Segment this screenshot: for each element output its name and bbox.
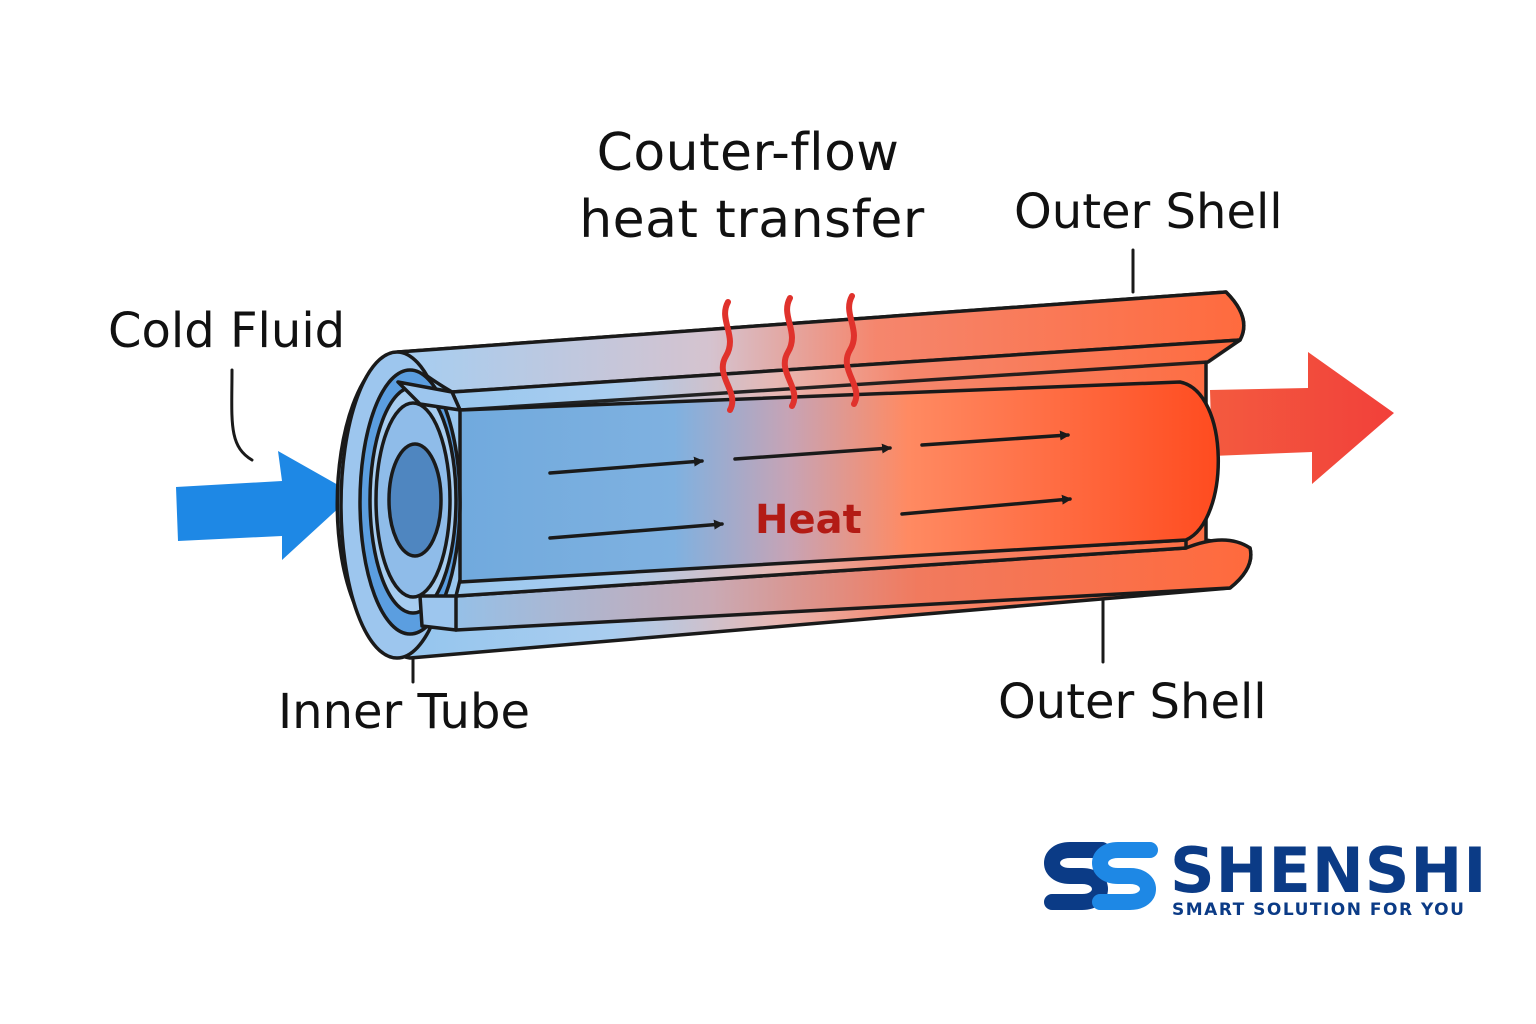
heat-exchanger-tube bbox=[335, 290, 1253, 660]
heat-wave-icon bbox=[719, 293, 860, 413]
flow-arrow-2 bbox=[733, 443, 892, 461]
flow-arrow-1 bbox=[548, 456, 704, 475]
brand-name: SHENSHI bbox=[1170, 834, 1487, 907]
flow-arrow-3 bbox=[920, 430, 1070, 447]
label-outer-shell-top: Outer Shell bbox=[1014, 184, 1283, 240]
label-heat: Heat bbox=[755, 497, 862, 543]
title-line-1: Couter-flow bbox=[597, 123, 900, 183]
flow-arrow-5 bbox=[900, 494, 1072, 516]
end-face-inner-bore bbox=[387, 442, 443, 558]
flow-arrows bbox=[548, 430, 1072, 540]
heat-wave-2 bbox=[781, 295, 798, 409]
label-cold-fluid: Cold Fluid bbox=[108, 303, 345, 359]
ss-logo-icon bbox=[1044, 842, 1158, 910]
inlet-arrow-icon bbox=[176, 451, 354, 560]
brand-logo: SHENSHI SMART SOLUTION FOR YOU bbox=[1044, 834, 1487, 920]
outlet-arrow-icon bbox=[1210, 352, 1394, 484]
brand-tagline: SMART SOLUTION FOR YOU bbox=[1172, 900, 1465, 920]
inner-tube-body bbox=[458, 380, 1220, 584]
heat-wave-3 bbox=[843, 293, 860, 407]
label-outer-shell-bottom: Outer Shell bbox=[998, 674, 1267, 730]
end-face-bottom-notch bbox=[418, 594, 458, 632]
leader-cold-fluid bbox=[230, 368, 254, 462]
heat-wave-1 bbox=[719, 299, 736, 413]
end-face-top-notch bbox=[396, 380, 462, 412]
logo-s-right bbox=[1092, 842, 1158, 910]
title-line-2: heat transfer bbox=[579, 190, 925, 250]
diagram-title: Couter-flow heat transfer bbox=[579, 123, 925, 250]
flow-arrow-4 bbox=[548, 519, 724, 540]
label-inner-tube: Inner Tube bbox=[278, 684, 530, 740]
